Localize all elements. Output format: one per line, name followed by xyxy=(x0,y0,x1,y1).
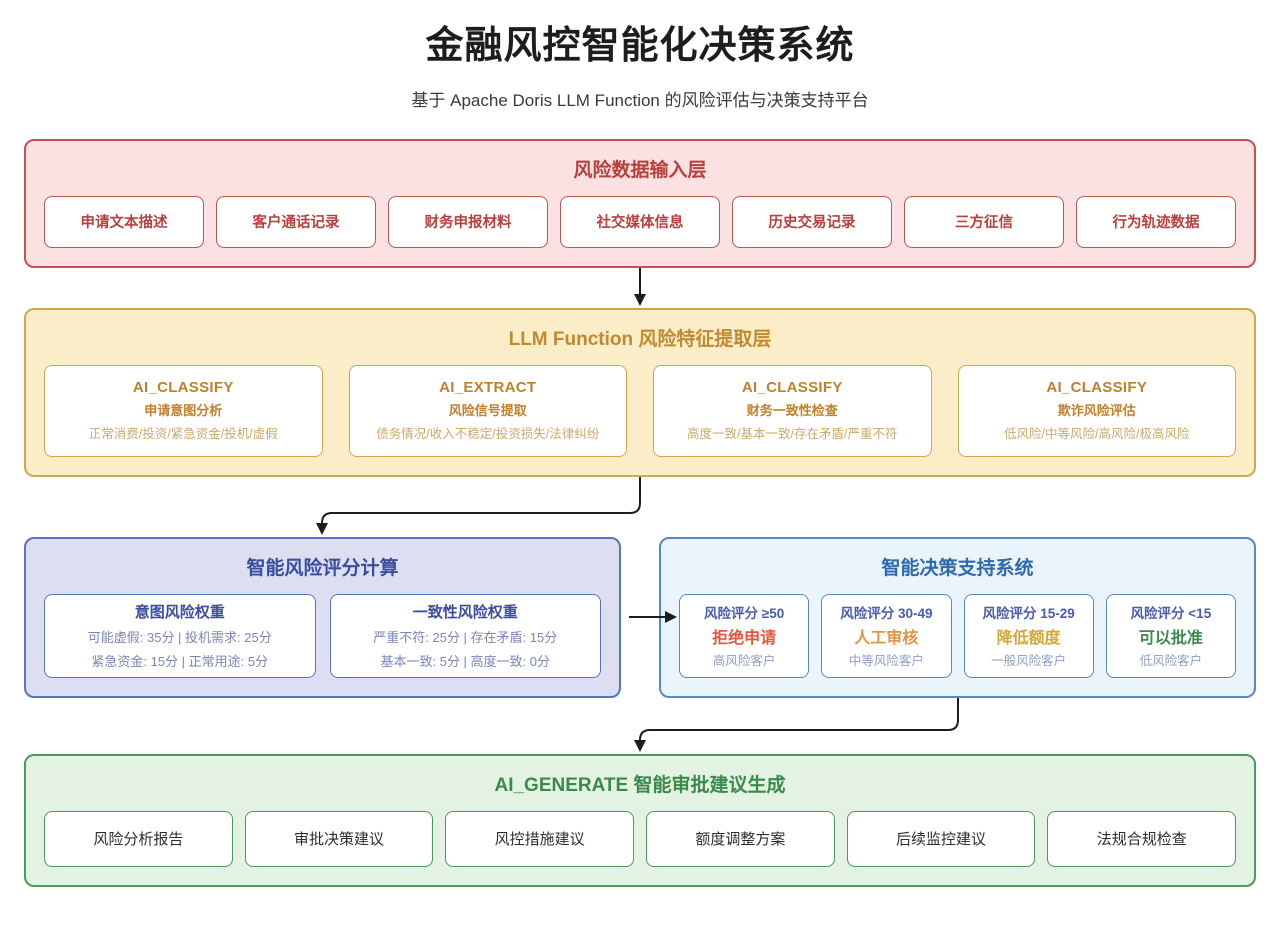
input-card[interactable]: 历史交易记录 xyxy=(732,195,892,248)
input-layer-title: 风险数据输入层 xyxy=(573,159,707,181)
decision-card[interactable]: 风险评分 <15 可以批准 低风险客户 xyxy=(1105,593,1236,678)
decision-layer-cards: 风险评分 ≥50 拒绝申请 高风险客户 风险评分 30-49 人工审核 中等风险… xyxy=(679,593,1236,678)
llm-function-desc: 欺诈风险评估 xyxy=(1057,403,1136,419)
generate-card[interactable]: 法规合规检查 xyxy=(1047,810,1237,867)
input-card[interactable]: 财务申报材料 xyxy=(388,195,548,248)
input-card-label: 客户通话记录 xyxy=(252,215,340,232)
llm-function-desc: 申请意图分析 xyxy=(144,403,223,419)
generate-card-label: 风控措施建议 xyxy=(494,831,585,849)
decision-score-range: 风险评分 <15 xyxy=(1130,606,1212,622)
row-score-and-decision: 智能风险评分计算 意图风险权重 可能虚假: 35分 | 投机需求: 25分 紧急… xyxy=(24,536,1256,698)
llm-function-options: 高度一致/基本一致/存在矛盾/严重不符 xyxy=(687,427,898,442)
score-weight-title: 意图风险权重 xyxy=(134,604,225,622)
decision-sub-label: 低风险客户 xyxy=(1139,654,1203,669)
input-card[interactable]: 三方征信 xyxy=(904,195,1064,248)
decision-action: 可以批准 xyxy=(1138,630,1203,648)
llm-function-extraction-layer: LLM Function 风险特征提取层 AI_CLASSIFY 申请意图分析 … xyxy=(24,307,1256,477)
decision-action: 拒绝申请 xyxy=(712,630,777,648)
llm-function-name: AI_CLASSIFY xyxy=(741,379,843,397)
decision-sub-label: 高风险客户 xyxy=(712,654,776,669)
score-weight-line-2: 基本一致: 5分 | 高度一致: 0分 xyxy=(380,654,550,670)
decision-score-range: 风险评分 ≥50 xyxy=(704,606,785,622)
generate-layer-cards: 风险分析报告 审批决策建议 风控措施建议 额度调整方案 后续监控建议 法规合规检… xyxy=(44,810,1237,867)
llm-function-card[interactable]: AI_CLASSIFY 欺诈风险评估 低风险/中等风险/高风险/极高风险 xyxy=(957,364,1236,457)
llm-function-name: AI_CLASSIFY xyxy=(132,379,234,397)
score-weight-card[interactable]: 意图风险权重 可能虚假: 35分 | 投机需求: 25分 紧急资金: 15分 |… xyxy=(44,593,316,678)
page-subtitle: 基于 Apache Doris LLM Function 的风险评估与决策支持平… xyxy=(411,90,869,110)
input-card[interactable]: 社交媒体信息 xyxy=(560,195,720,248)
decision-action: 人工审核 xyxy=(854,630,919,648)
page-header: 金融风控智能化决策系统 基于 Apache Doris LLM Function… xyxy=(24,0,1256,111)
input-card-label: 社交媒体信息 xyxy=(596,215,684,232)
input-layer-cards: 申请文本描述 客户通话记录 财务申报材料 社交媒体信息 历史交易记录 三方征信 … xyxy=(44,195,1236,248)
generate-card[interactable]: 风控措施建议 xyxy=(445,810,635,867)
generate-card-label: 后续监控建议 xyxy=(896,831,987,849)
ai-generate-layer: AI_GENERATE 智能审批建议生成 风险分析报告 审批决策建议 风控措施建… xyxy=(24,753,1256,887)
score-weight-line-1: 严重不符: 25分 | 存在矛盾: 15分 xyxy=(373,630,558,646)
input-card-label: 财务申报材料 xyxy=(424,215,512,232)
score-layer-title: 智能风险评分计算 xyxy=(246,557,399,579)
input-card-label: 行为轨迹数据 xyxy=(1112,215,1200,232)
llm-function-desc: 风险信号提取 xyxy=(448,403,527,419)
generate-card[interactable]: 后续监控建议 xyxy=(846,810,1036,867)
decision-score-range: 风险评分 30-49 xyxy=(840,606,933,622)
connector-input-to-llm-icon xyxy=(634,267,646,306)
llm-function-options: 低风险/中等风险/高风险/极高风险 xyxy=(1004,427,1190,442)
score-weight-title: 一致性风险权重 xyxy=(412,604,518,622)
generate-card[interactable]: 额度调整方案 xyxy=(646,810,835,867)
llm-function-name: AI_EXTRACT xyxy=(439,379,537,397)
risk-score-calculation-layer: 智能风险评分计算 意图风险权重 可能虚假: 35分 | 投机需求: 25分 紧急… xyxy=(24,536,621,698)
decision-sub-label: 一般风险客户 xyxy=(991,654,1067,669)
llm-function-card[interactable]: AI_CLASSIFY 财务一致性检查 高度一致/基本一致/存在矛盾/严重不符 xyxy=(653,364,932,457)
score-weight-card[interactable]: 一致性风险权重 严重不符: 25分 | 存在矛盾: 15分 基本一致: 5分 |… xyxy=(329,593,601,678)
decision-layer-title: 智能决策支持系统 xyxy=(881,557,1034,579)
input-card[interactable]: 行为轨迹数据 xyxy=(1076,195,1236,248)
connector-decide-to-generate-icon xyxy=(634,697,959,752)
generate-card-label: 法规合规检查 xyxy=(1096,831,1187,849)
llm-layer-title: LLM Function 风险特征提取层 xyxy=(508,328,772,350)
decision-support-layer: 智能决策支持系统 风险评分 ≥50 拒绝申请 高风险客户 风险评分 30-49 … xyxy=(659,536,1256,698)
llm-function-card[interactable]: AI_CLASSIFY 申请意图分析 正常消费/投资/紧急资金/投机/虚假 xyxy=(44,364,323,457)
decision-sub-label: 中等风险客户 xyxy=(848,654,924,669)
input-card-label: 历史交易记录 xyxy=(768,215,856,232)
llm-function-options: 正常消费/投资/紧急资金/投机/虚假 xyxy=(88,427,278,442)
connector-score-to-decide-icon xyxy=(629,611,677,624)
llm-function-card[interactable]: AI_EXTRACT 风险信号提取 债务情况/收入不稳定/投资损失/法律纠纷 xyxy=(348,364,627,457)
decision-card[interactable]: 风险评分 30-49 人工审核 中等风险客户 xyxy=(821,593,952,678)
score-layer-cards: 意图风险权重 可能虚假: 35分 | 投机需求: 25分 紧急资金: 15分 |… xyxy=(44,593,601,678)
input-card[interactable]: 客户通话记录 xyxy=(216,195,376,248)
llm-function-name: AI_CLASSIFY xyxy=(1046,379,1148,397)
page-title: 金融风控智能化决策系统 xyxy=(425,25,855,67)
generate-card[interactable]: 风险分析报告 xyxy=(44,810,233,867)
generate-card-label: 审批决策建议 xyxy=(294,831,385,849)
llm-function-desc: 财务一致性检查 xyxy=(746,403,838,419)
input-card-label: 三方征信 xyxy=(955,215,1013,232)
input-card-label: 申请文本描述 xyxy=(80,215,168,232)
input-card[interactable]: 申请文本描述 xyxy=(44,195,204,248)
connector-llm-to-score-icon xyxy=(316,476,641,535)
decision-action: 降低额度 xyxy=(996,630,1061,648)
llm-function-options: 债务情况/收入不稳定/投资损失/法律纠纷 xyxy=(376,427,600,442)
generate-layer-title: AI_GENERATE 智能审批建议生成 xyxy=(494,774,786,796)
score-weight-line-2: 紧急资金: 15分 | 正常用途: 5分 xyxy=(91,654,269,670)
risk-data-input-layer: 风险数据输入层 申请文本描述 客户通话记录 财务申报材料 社交媒体信息 历史交易… xyxy=(24,138,1256,268)
generate-card-label: 风险分析报告 xyxy=(93,831,184,849)
decision-card[interactable]: 风险评分 ≥50 拒绝申请 高风险客户 xyxy=(679,593,810,678)
score-weight-line-1: 可能虚假: 35分 | 投机需求: 25分 xyxy=(87,630,272,646)
llm-layer-cards: AI_CLASSIFY 申请意图分析 正常消费/投资/紧急资金/投机/虚假 AI… xyxy=(44,364,1236,457)
decision-score-range: 风险评分 15-29 xyxy=(982,606,1075,622)
generate-card-label: 额度调整方案 xyxy=(695,831,786,849)
generate-card[interactable]: 审批决策建议 xyxy=(244,810,434,867)
decision-card[interactable]: 风险评分 15-29 降低额度 一般风险客户 xyxy=(963,593,1094,678)
